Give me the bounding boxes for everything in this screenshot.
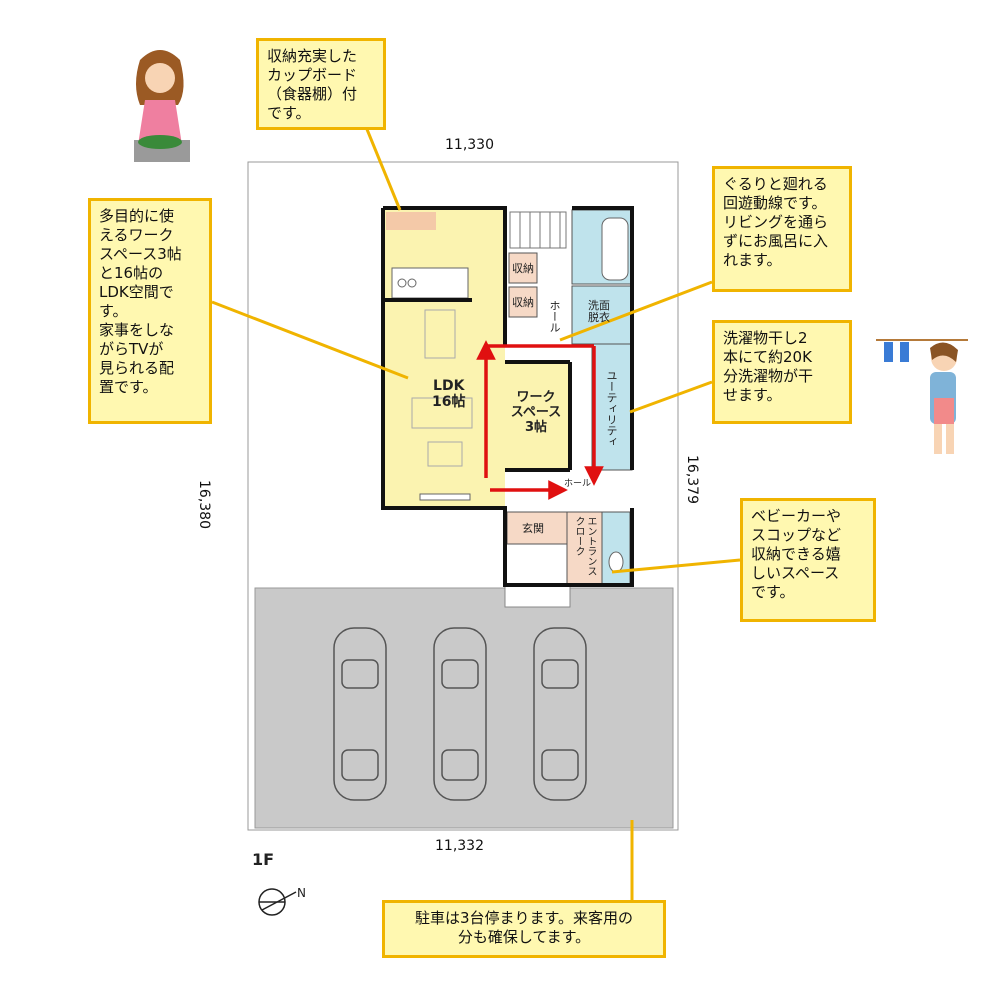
toilet-fixture [608,551,624,573]
coffee-table [427,441,463,467]
woman-cooking-icon [134,50,190,162]
callout-workspace: 多目的に使 えるワーク スペース3帖 と16帖の LDK空間で す。 家事をしな… [88,198,212,424]
dimension-bottom: 11,332 [435,838,484,854]
dimension-left: 16,380 [196,480,212,529]
dimension-top: 11,330 [445,137,494,153]
room-ldk: LDK 16帖 [432,378,466,410]
compass-label: N [297,886,306,900]
toilet-floor [601,511,631,585]
room-washroom: 洗面 脱衣 [588,299,610,324]
tv-board [419,493,471,501]
hall-floor [505,470,630,505]
room-entrance: 玄関 [522,522,544,535]
sofa [411,397,473,429]
storage-1 [508,252,538,284]
room-storage-2: 収納 [512,296,534,309]
parking-area [254,587,674,829]
room-utility: ユーティリティ [605,370,618,447]
callout-connectors [211,121,741,908]
room-entrance-cloak: エントランス クローク [573,516,596,576]
entrance-step [504,584,571,608]
woman-laundry-icon [876,339,968,454]
storage-2 [508,286,538,318]
cupboard [386,212,436,230]
kitchen-counter [391,267,469,299]
callout-circulation: ぐるりと廻れる 回遊動線です。 リビングを通ら ずにお風呂に入 れます。 [712,166,852,292]
room-hall-2: ホール [564,479,592,489]
callout-stroller: ベビーカーや スコップなど 収納できる嬉 しいスペース です。 [740,498,876,622]
callout-cupboard: 収納充実した カップボード （食器棚）付 です。 [256,38,386,130]
compass-icon [258,888,297,916]
circulation-arrows [476,340,604,500]
parked-cars [333,627,587,801]
car-icon [533,627,587,801]
entrance-floor [506,511,568,545]
car-icon [333,627,387,801]
dimension-right: 16,379 [684,455,700,504]
stairs [509,211,567,249]
room-workspace: ワーク スペース 3帖 [510,390,562,435]
walls [381,206,634,587]
floor-label: 1F [252,850,275,869]
room-storage-1: 収納 [512,262,534,275]
bathtub [601,217,629,281]
room-hall: ホール [548,300,561,333]
dining-table [424,309,456,359]
callout-laundry: 洗濯物干し2 本にて約20K 分洗濯物が干 せます。 [712,320,852,424]
workspace-floor [505,362,570,470]
car-icon [433,627,487,801]
callout-parking: 駐車は3台停まります。来客用の 分も確保してます。 [382,900,666,958]
entrance-cloak-floor [566,511,603,585]
